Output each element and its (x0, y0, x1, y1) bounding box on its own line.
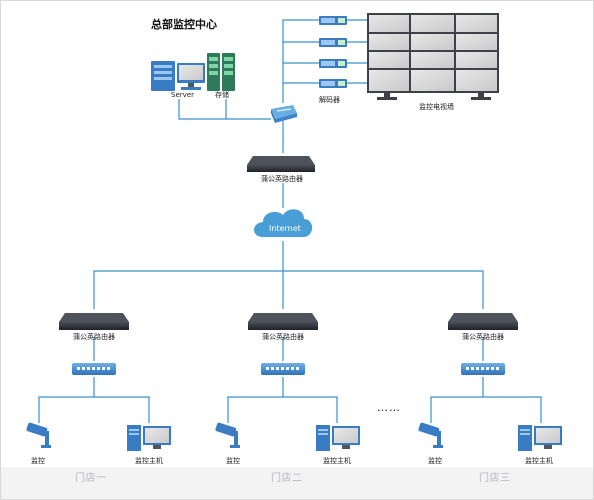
store2-router-label: 蒲公英路由器 (262, 333, 304, 341)
hq-router-label: 蒲公英路由器 (261, 175, 303, 183)
host-pc-icon (518, 425, 562, 451)
store3-camera-label: 监控 (428, 457, 442, 465)
store2-host-label: 监控主机 (323, 457, 351, 465)
server-label: Server (171, 91, 194, 99)
hq-line-hub-up (282, 19, 319, 103)
store1-name: 门店一 (75, 473, 107, 484)
server-icon (151, 61, 205, 91)
hq-router-icon (247, 156, 315, 172)
store-router-icon (59, 313, 129, 330)
more-stores-ellipsis: …… (377, 401, 401, 414)
diagram-title: 总部监控中心 (151, 19, 217, 31)
store3-host-label: 监控主机 (525, 457, 553, 465)
store1-router-label: 蒲公英路由器 (73, 333, 115, 341)
camera-icon (26, 422, 51, 448)
internet-cloud-icon (254, 209, 313, 237)
store3-name: 门店三 (479, 473, 511, 484)
store-switch-icon (461, 363, 505, 375)
storage-label: 存储 (215, 91, 229, 99)
store1-camera-label: 监控 (31, 457, 45, 465)
video-wall-icon (367, 13, 499, 100)
decoder-icons (319, 16, 347, 88)
store2-camera-label: 监控 (226, 457, 240, 465)
host-pc-icon (127, 425, 171, 451)
hq-line-server (178, 99, 271, 120)
store3-router-label: 蒲公英路由器 (462, 333, 504, 341)
hq-hub-icon (271, 105, 297, 123)
host-pc-icon (316, 425, 360, 451)
camera-icon (418, 422, 443, 448)
internet-label: Internet (269, 224, 301, 233)
store2-name: 门店二 (271, 473, 303, 484)
bottom-strip (1, 467, 593, 499)
store1-host-label: 监控主机 (135, 457, 163, 465)
store-switch-icon (261, 363, 305, 375)
decoder-label: 解码器 (319, 96, 340, 104)
store-router-icon (248, 313, 318, 330)
store-router-icon (448, 313, 518, 330)
storage-icon (207, 53, 235, 91)
store-switch-icon (72, 363, 116, 375)
connection-lines (38, 19, 542, 423)
camera-icon (215, 422, 240, 448)
line-store-bus (93, 270, 484, 309)
videowall-label: 监控电视墙 (419, 103, 454, 111)
